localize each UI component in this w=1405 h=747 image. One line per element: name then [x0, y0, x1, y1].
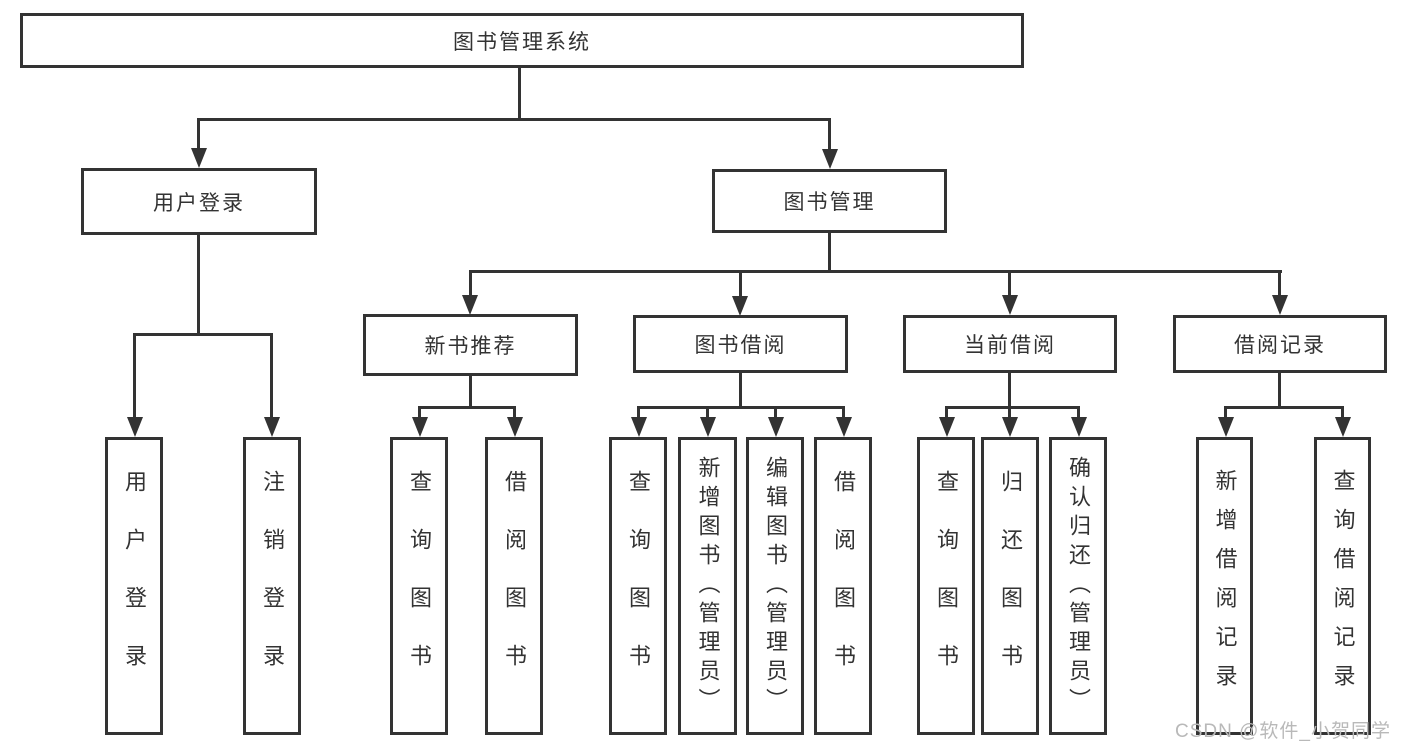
connector-line — [1224, 406, 1344, 409]
connector-line — [945, 406, 1080, 409]
node-current-borrowing: 当前借阅 — [903, 315, 1117, 373]
connector-line — [1278, 270, 1281, 298]
connector-line — [518, 66, 521, 120]
node-book-management: 图书管理 — [712, 169, 947, 233]
connector-line — [1077, 406, 1080, 420]
arrow-down-icon — [412, 417, 428, 437]
leaf-query-books-borrowing: 查询图书 — [609, 437, 667, 735]
connector-line — [1008, 371, 1011, 408]
node-user-login: 用户登录 — [81, 168, 317, 235]
leaf-logout: 注销登录 — [243, 437, 301, 735]
connector-line — [1224, 406, 1227, 420]
arrow-down-icon — [836, 417, 852, 437]
leaf-confirm-return-admin: 确认归还（管理员） — [1049, 437, 1107, 735]
node-label: 图书借阅 — [694, 334, 787, 357]
arrow-down-icon — [507, 417, 523, 437]
arrow-down-icon — [1218, 417, 1234, 437]
node-label: 注销登录 — [260, 470, 285, 702]
node-library-management-system: 图书管理系统 — [20, 13, 1024, 68]
arrow-down-icon — [1071, 417, 1087, 437]
node-label: 新书推荐 — [424, 335, 517, 358]
connector-line — [418, 406, 421, 420]
arrow-down-icon — [768, 417, 784, 437]
leaf-user-login: 用户登录 — [105, 437, 163, 735]
arrow-down-icon — [127, 417, 143, 437]
connector-line — [637, 406, 640, 420]
node-label: 图书管理系统 — [453, 30, 591, 54]
arrow-down-icon — [1272, 295, 1288, 315]
connector-line — [197, 118, 831, 121]
node-new-book-recommendation: 新书推荐 — [363, 314, 578, 376]
connector-line — [469, 270, 1282, 273]
connector-line — [774, 406, 777, 420]
node-label: 新增借阅记录 — [1212, 469, 1238, 703]
connector-line — [418, 406, 516, 409]
node-label: 借阅图书 — [831, 470, 856, 702]
node-label: 查询图书 — [626, 470, 651, 702]
connector-line — [1278, 371, 1281, 408]
connector-line — [469, 374, 472, 408]
connector-line — [828, 231, 831, 272]
connector-line — [842, 406, 845, 420]
arrow-down-icon — [700, 417, 716, 437]
connector-line — [637, 406, 845, 409]
arrow-down-icon — [732, 296, 748, 316]
arrow-down-icon — [1335, 417, 1351, 437]
connector-line — [739, 371, 742, 408]
node-label: 用户登录 — [153, 191, 245, 215]
leaf-query-books-current: 查询图书 — [917, 437, 975, 735]
leaf-add-borrow-record: 新增借阅记录 — [1196, 437, 1253, 735]
arrow-down-icon — [462, 295, 478, 315]
arrow-down-icon — [822, 149, 838, 169]
node-label: 图书管理 — [783, 191, 876, 214]
connector-line — [270, 333, 273, 419]
connector-line — [513, 406, 516, 420]
connector-line — [1008, 270, 1011, 298]
leaf-query-borrow-record: 查询借阅记录 — [1314, 437, 1371, 735]
connector-line — [1341, 406, 1344, 420]
connector-line — [469, 270, 472, 298]
node-label: 编辑图书（管理员） — [763, 455, 788, 717]
node-label: 查询图书 — [934, 470, 959, 702]
arrow-down-icon — [631, 417, 647, 437]
node-label: 查询借阅记录 — [1330, 469, 1356, 703]
node-label: 新增图书（管理员） — [695, 455, 721, 717]
csdn-watermark: CSDN @软件_小贺同学 — [1175, 721, 1391, 742]
connector-line — [828, 118, 831, 152]
node-borrowing-records: 借阅记录 — [1173, 315, 1387, 373]
leaf-borrow-books: 借阅图书 — [814, 437, 872, 735]
connector-line — [133, 333, 273, 336]
arrow-down-icon — [1002, 295, 1018, 315]
connector-line — [133, 333, 136, 419]
connector-line — [197, 233, 200, 335]
arrow-down-icon — [939, 417, 955, 437]
node-label: 借阅记录 — [1234, 334, 1326, 357]
node-label: 归还图书 — [998, 470, 1023, 702]
connector-line — [706, 406, 709, 420]
leaf-add-book-admin: 新增图书（管理员） — [678, 437, 737, 735]
node-label: 用户登录 — [122, 470, 147, 702]
leaf-edit-book-admin: 编辑图书（管理员） — [746, 437, 804, 735]
node-label: 当前借阅 — [964, 334, 1056, 357]
leaf-return-book: 归还图书 — [981, 437, 1039, 735]
node-label: 确认归还（管理员） — [1066, 455, 1091, 717]
connector-line — [1008, 406, 1011, 420]
connector-line — [739, 270, 742, 298]
node-book-borrowing: 图书借阅 — [633, 315, 848, 373]
arrow-down-icon — [1002, 417, 1018, 437]
leaf-query-books-recommend: 查询图书 — [390, 437, 448, 735]
leaf-borrow-books-recommend: 借阅图书 — [485, 437, 543, 735]
arrow-down-icon — [264, 417, 280, 437]
node-label: 借阅图书 — [502, 470, 527, 702]
connector-line — [197, 118, 200, 152]
connector-line — [945, 406, 948, 420]
arrow-down-icon — [191, 148, 207, 168]
node-label: 查询图书 — [407, 470, 432, 702]
